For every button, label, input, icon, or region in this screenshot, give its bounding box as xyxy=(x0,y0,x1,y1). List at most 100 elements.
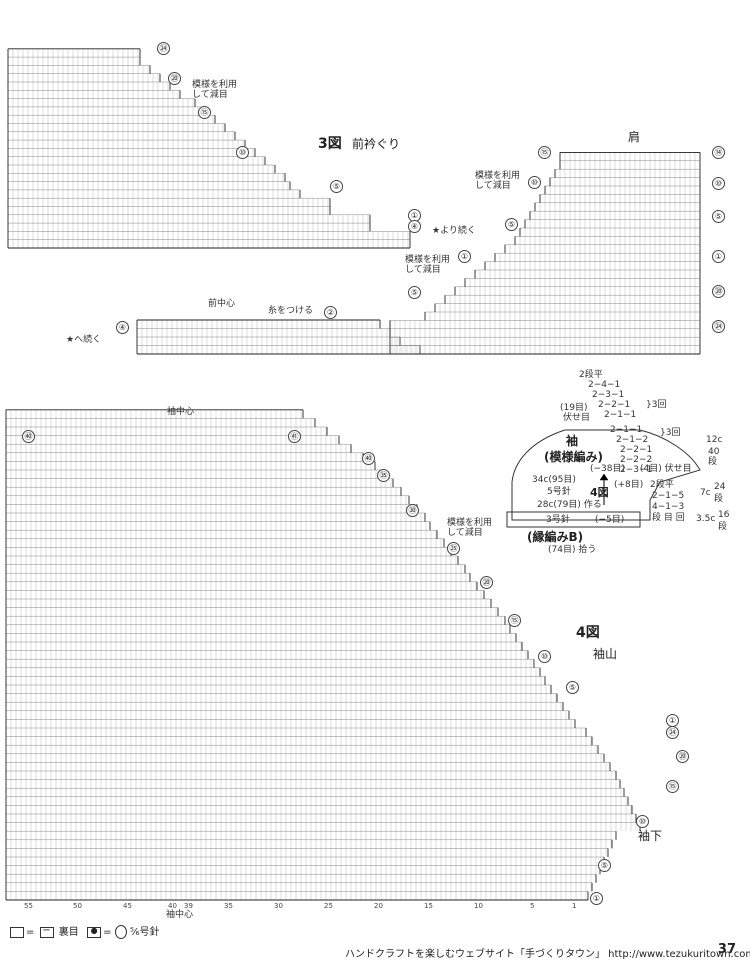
needle-5: 5号針 xyxy=(547,487,571,497)
row-marker: ① xyxy=(590,892,603,905)
row-marker: ⑩ xyxy=(236,146,249,159)
sleeve-bottom-label: 袖下 xyxy=(638,829,663,843)
reduce-note-line4: して減目 xyxy=(475,181,511,191)
stitch-legend: = − 裏目 ●= ⁵⁄₆号針 xyxy=(8,923,160,939)
sleeve-title: 袖 xyxy=(566,434,579,448)
purl-box-icon: − xyxy=(39,925,54,938)
col-number: 55 xyxy=(24,902,33,910)
border-label: (縁編みB) xyxy=(527,530,584,544)
inc-2: 4−1−3 xyxy=(652,502,685,512)
row-marker: ⑩ xyxy=(538,650,551,663)
row-marker: ㉔ xyxy=(157,42,170,55)
col-number: 15 xyxy=(424,902,433,910)
row-marker: ⑳ xyxy=(712,285,725,298)
row-marker: ⑤ xyxy=(566,681,579,694)
attach-yarn-label: 糸をつける xyxy=(268,306,314,316)
col-number: 40 xyxy=(168,902,177,910)
row-marker: ① xyxy=(712,250,725,263)
sleeve-pattern: (模様編み) xyxy=(544,450,603,464)
left-top-bind: 伏せ目 xyxy=(563,413,591,423)
shape-count: 2−1−1 xyxy=(610,425,643,435)
height-40-unit: 段 xyxy=(708,457,718,467)
shoulder-label: 肩 xyxy=(628,130,641,144)
inc-header: 段 目 回 xyxy=(652,513,685,523)
row-marker: ⑤ xyxy=(330,180,343,193)
row-marker: ⑩ xyxy=(712,177,725,190)
front-center-label: 前中心 xyxy=(208,299,236,309)
col-number: 5 xyxy=(530,902,535,910)
pickup-label: (74目) 拾う xyxy=(548,545,597,555)
row-marker: ㊵ xyxy=(22,430,35,443)
row-marker: ㊵ xyxy=(362,452,375,465)
inc-1: 2−1−5 xyxy=(652,491,685,501)
continue-to-star: ★へ続く xyxy=(66,335,102,345)
row-marker: ⑮ xyxy=(198,106,211,119)
height-24: 24 xyxy=(714,482,726,492)
right-bind: (4目) 伏せ目 xyxy=(640,464,692,474)
row-marker: ⑤ xyxy=(505,218,518,231)
col-number: 20 xyxy=(374,902,383,910)
minus38: (−38目) xyxy=(590,464,626,474)
row-marker: ⑤ xyxy=(408,286,421,299)
row-marker: ④ xyxy=(116,321,129,334)
col-number: 45 xyxy=(123,902,132,910)
plus8: (+8目) xyxy=(614,480,644,490)
bobble-icon xyxy=(114,925,127,939)
d4-reduce-note-1: 模様を利用 xyxy=(447,518,493,528)
row-marker: ② xyxy=(324,306,337,319)
diagram3-subtitle: 前衿ぐり xyxy=(352,137,401,151)
row-marker: ㉟ xyxy=(377,469,390,482)
shape-count: 2−2−1 xyxy=(620,445,653,455)
shape-count: 2段平 xyxy=(579,370,603,380)
diagram4-subtitle: 袖山 xyxy=(593,647,618,661)
col-number: 39 xyxy=(184,902,193,910)
height-40: 40 xyxy=(708,447,720,457)
diagram3-title: 3図 xyxy=(318,136,342,152)
footer-text: ハンドクラフトを楽しむウェブサイト「手づくりタウン」 http://www.te… xyxy=(345,949,750,960)
row-marker: ⑳ xyxy=(168,72,181,85)
row-marker: ⑤ xyxy=(598,859,611,872)
height-24-unit: 段 xyxy=(714,494,724,504)
shape-count: 2−4−1 xyxy=(588,380,621,390)
row-marker: ④ xyxy=(408,220,421,233)
page-number: 37 xyxy=(717,942,736,957)
reduce-note-line1: 模様を利用 xyxy=(192,80,238,90)
reduce-note-line3: 模様を利用 xyxy=(475,171,521,181)
height-7: 7c xyxy=(700,488,711,498)
height-16: 16 xyxy=(718,510,730,520)
row-marker: ① xyxy=(408,209,421,222)
height-35: 3.5c xyxy=(696,514,716,524)
row-marker: ⑳ xyxy=(480,576,493,589)
needle-3: 3号針 xyxy=(546,515,570,525)
shape-count: 2−1−1 xyxy=(604,410,637,420)
height-12: 12c xyxy=(706,435,723,445)
fig4-label: 4図 xyxy=(590,486,609,499)
row-marker: ⑮ xyxy=(508,614,521,627)
shape-count: 2−3−1 xyxy=(592,390,625,400)
reduce-note-line6: して減目 xyxy=(405,265,441,275)
blank-box-icon xyxy=(10,926,24,938)
width-28: 28c(79目) 作る xyxy=(537,500,602,510)
shape-count: 2−2−2 xyxy=(620,455,653,465)
shape-count: 2−1−2 xyxy=(616,435,649,445)
row-marker: ⑤ xyxy=(712,210,725,223)
row-marker: ⑮ xyxy=(666,780,679,793)
times-3b: }3回 xyxy=(660,428,681,438)
row-marker: ㉔ xyxy=(666,726,679,739)
row-marker: ⑩ xyxy=(636,815,649,828)
left-top-count: (19目) xyxy=(560,403,588,413)
col-number: 25 xyxy=(324,902,333,910)
inc-flat: 2段平 xyxy=(650,480,674,490)
continue-from-star: ★より続く xyxy=(432,226,476,236)
col-number: 1 xyxy=(572,902,577,910)
col-number: 50 xyxy=(73,902,82,910)
row-marker: ⑭ xyxy=(712,146,725,159)
dot-box-icon: ● xyxy=(87,926,102,938)
row-marker: ㉚ xyxy=(406,504,419,517)
row-marker: ⑩ xyxy=(528,176,541,189)
row-marker: ㊶ xyxy=(288,430,301,443)
height-16-unit: 段 xyxy=(718,522,728,532)
row-marker: ① xyxy=(458,250,471,263)
minus5: (−5目) xyxy=(595,515,625,525)
